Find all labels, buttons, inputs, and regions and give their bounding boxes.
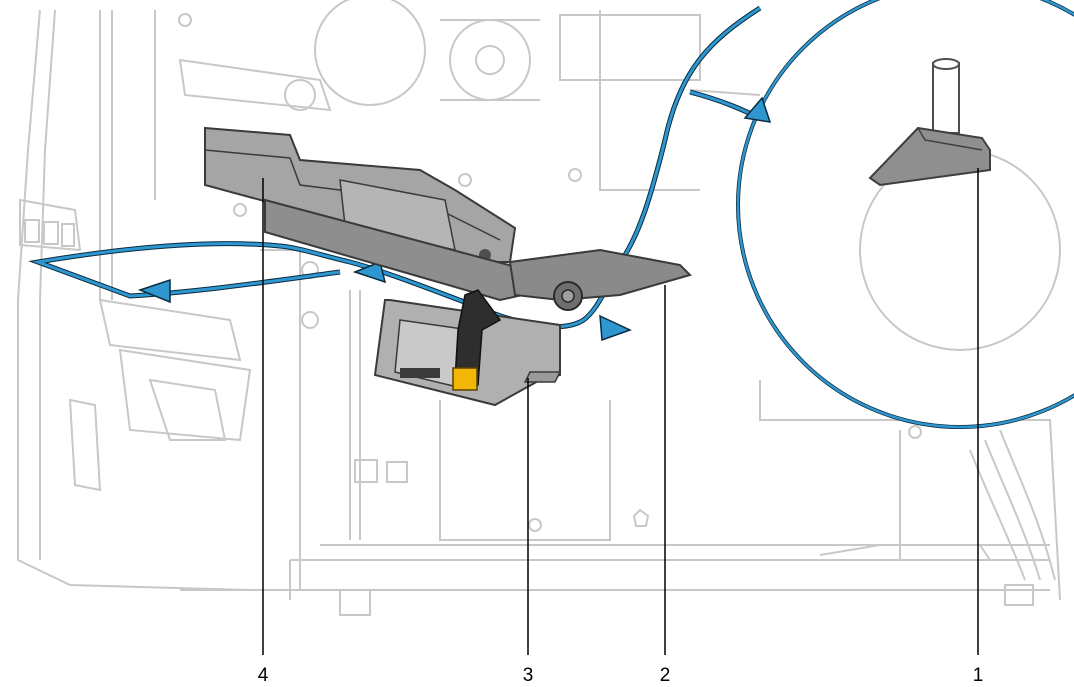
callout-number-2: 2 (660, 665, 671, 686)
media-supply-roll (736, 0, 1074, 429)
print-mechanism (204, 126, 692, 407)
callout-number-1: 1 (973, 665, 984, 686)
media-path-arrows (137, 96, 772, 342)
callout-labels: 1 2 3 4 (258, 665, 984, 686)
printer-frame (17, 0, 1061, 616)
arrow-icon (743, 96, 772, 123)
printhead-release-tab (452, 367, 478, 391)
callouts (262, 168, 979, 655)
arrow-icon (599, 314, 632, 342)
printhead-lever (454, 289, 502, 386)
supply-spindle-guide (868, 126, 991, 187)
arrow-icon (137, 278, 171, 304)
media-guide-plate (508, 248, 692, 302)
callout-number-4: 4 (258, 665, 269, 686)
arrow-icon (352, 260, 387, 284)
callout-number-3: 3 (523, 665, 534, 686)
